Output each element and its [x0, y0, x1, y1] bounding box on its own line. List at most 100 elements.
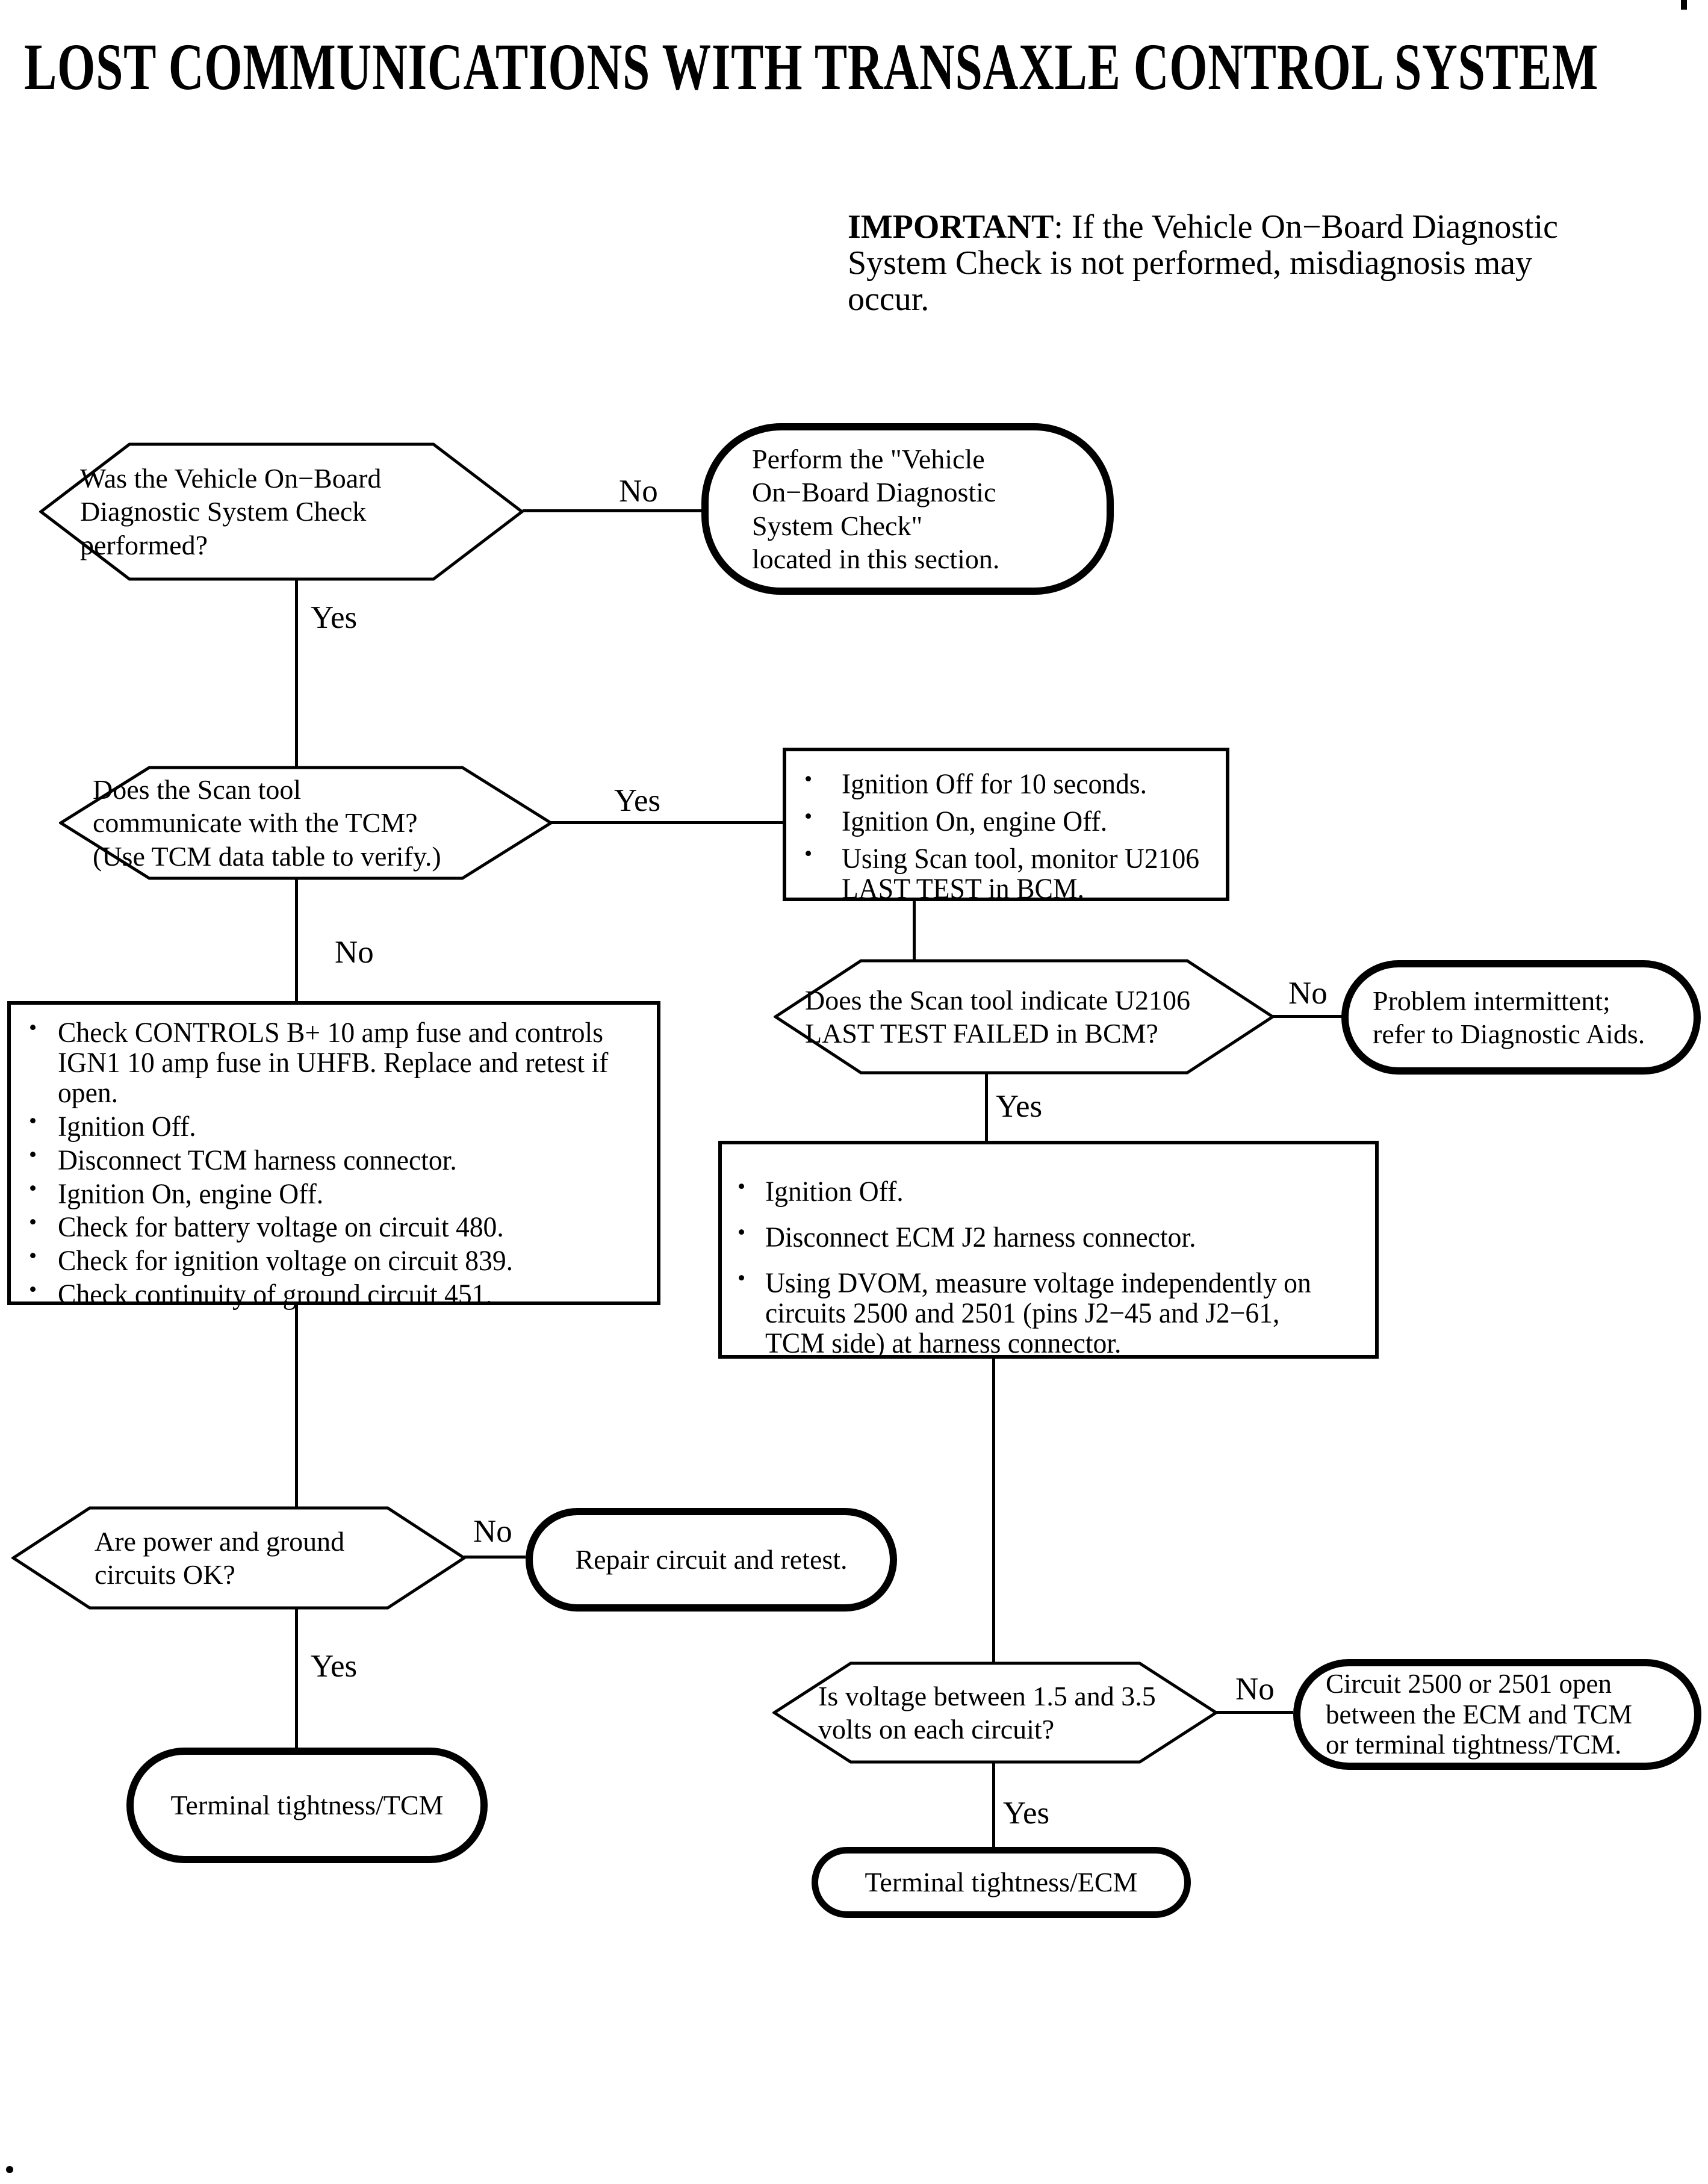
- edge-line-to-power-ground: [295, 1305, 298, 1507]
- bullet-item: • Check for ignition voltage on circuit 8…: [11, 1244, 657, 1277]
- bullet-text: Disconnect TCM harness connector.: [58, 1144, 457, 1176]
- edge-label-no-3: No: [1288, 976, 1328, 1011]
- edge-line-no-1: [523, 509, 703, 512]
- important-line-3: occur.: [848, 280, 930, 318]
- bullet-text: Ignition Off.: [765, 1176, 904, 1208]
- hexagon-outline: [59, 766, 553, 880]
- terminator-problem-intermittent-text: Problem intermittent;refer to Diagnostic…: [1373, 985, 1645, 1049]
- bullet-icon: •: [738, 1220, 746, 1245]
- process-measure-voltage-list: • Ignition Off. • Disconnect ECM J2 harness…: [722, 1174, 1375, 1359]
- bullet-text: Check for battery voltage on circuit 480…: [58, 1211, 504, 1244]
- bullet-text: Ignition On, engine Off.: [842, 805, 1108, 837]
- important-line-2: System Check is not performed, misdiagno…: [848, 244, 1532, 282]
- bullet-icon: •: [29, 1109, 37, 1134]
- edge-line-no-2: [295, 879, 298, 1002]
- edge-label-yes-4: Yes: [311, 1649, 358, 1684]
- bullet-icon: •: [29, 1277, 37, 1303]
- bullet-text: Ignition Off.: [58, 1110, 196, 1143]
- edge-label-yes-1: Yes: [311, 600, 358, 635]
- bullet-item: • Using DVOM, measure voltage independent…: [722, 1265, 1375, 1359]
- bullet-item: • Ignition Off.: [11, 1109, 657, 1143]
- edge-label-no-4: No: [473, 1514, 512, 1549]
- edge-label-yes-2: Yes: [614, 783, 661, 818]
- edge-label-no-1: No: [619, 474, 658, 509]
- bullet-item: • Ignition On, engine Off.: [786, 804, 1226, 837]
- edge-label-no-2: No: [335, 935, 374, 970]
- edge-line-yes-3: [985, 1073, 988, 1142]
- process-check-power-list: • Check CONTROLS B+ 10 amp fuse and contr…: [11, 1015, 657, 1311]
- edge-line-to-u2106-decision: [913, 900, 916, 960]
- bullet-icon: •: [29, 1015, 37, 1040]
- bullet-icon: •: [804, 804, 813, 829]
- bullet-item: • Check continuity of ground circuit 451.: [11, 1277, 657, 1311]
- bullet-item: • Disconnect TCM harness connector.: [11, 1143, 657, 1176]
- bullet-icon: •: [29, 1176, 37, 1202]
- terminator-terminal-tightness-ecm-text: Terminal tightness/ECM: [865, 1867, 1138, 1898]
- bullet-icon: •: [29, 1143, 37, 1168]
- bullet-icon: •: [29, 1244, 37, 1269]
- important-line-1-text: : If the Vehicle On−Board Diagnostic: [1054, 208, 1559, 246]
- bullet-icon: •: [738, 1174, 746, 1199]
- process-check-power: • Check CONTROLS B+ 10 amp fuse and contr…: [7, 1001, 660, 1310]
- hexagon-outline: [772, 1661, 1218, 1764]
- edge-line-yes-5: [992, 1763, 995, 1847]
- edge-label-no-5: No: [1235, 1672, 1275, 1707]
- edge-line-no-3: [1273, 1015, 1344, 1018]
- scan-artifact-bottom-left: [6, 2166, 13, 2173]
- bullet-icon: •: [738, 1265, 746, 1291]
- edge-line-no-5: [1216, 1711, 1293, 1714]
- scan-artifact-top-right: [1681, 0, 1687, 10]
- bullet-icon: •: [804, 766, 813, 792]
- terminator-terminal-tightness-tcm: Terminal tightness/TCM: [126, 1748, 488, 1863]
- bullet-item: • Check CONTROLS B+ 10 amp fuse and contr…: [11, 1015, 657, 1109]
- terminator-terminal-tightness-ecm: Terminal tightness/ECM: [812, 1847, 1191, 1918]
- terminator-terminal-tightness-tcm-text: Terminal tightness/TCM: [170, 1790, 444, 1821]
- bullet-text: Check CONTROLS B+ 10 amp fuse and contro…: [58, 1017, 609, 1109]
- terminator-repair-circuit-text: Repair circuit and retest.: [575, 1544, 848, 1575]
- bullet-item: • Ignition On, engine Off.: [11, 1176, 657, 1210]
- edge-line-yes-2: [551, 821, 784, 824]
- terminator-problem-intermittent: Problem intermittent;refer to Diagnostic…: [1341, 960, 1701, 1075]
- bullet-text: Check for ignition voltage on circuit 83…: [58, 1245, 514, 1277]
- page-title: LOST COMMUNICATIONS WITH TRANSAXLE CONTR…: [24, 30, 1599, 104]
- edge-line-yes-1: [295, 580, 298, 767]
- edge-line-no-4: [464, 1556, 526, 1559]
- bullet-item: • Ignition Off.: [722, 1174, 1375, 1208]
- edge-label-yes-3: Yes: [996, 1089, 1043, 1124]
- terminator-repair-circuit: Repair circuit and retest.: [526, 1508, 897, 1612]
- bullet-text: Using DVOM, measure voltage independentl…: [765, 1267, 1311, 1359]
- process-measure-voltage: • Ignition Off. • Disconnect ECM J2 harness…: [718, 1141, 1379, 1359]
- bullet-item: • Disconnect ECM J2 harness connector.: [722, 1220, 1375, 1253]
- hexagon-outline: [774, 959, 1275, 1075]
- bullet-item: • Check for battery voltage on circuit 48…: [11, 1210, 657, 1244]
- important-line-1: IMPORTANT: If the Vehicle On−Board Diagn…: [848, 209, 1558, 246]
- bullet-icon: •: [29, 1210, 37, 1235]
- edge-line-to-voltage-decision: [992, 1357, 995, 1663]
- bullet-item: •Ignition Off for 10 seconds.: [786, 766, 1226, 799]
- process-monitor-u2106: •Ignition Off for 10 seconds.•Ignition O…: [783, 748, 1229, 905]
- bullet-text: Disconnect ECM J2 harness connector.: [765, 1221, 1196, 1253]
- bullet-text: Check continuity of ground circuit 451.: [58, 1279, 492, 1311]
- bullet-text: Ignition On, engine Off.: [58, 1177, 324, 1210]
- important-note: IMPORTANT: If the Vehicle On−Board Diagn…: [848, 209, 1558, 318]
- bullet-icon: •: [804, 841, 813, 866]
- process-monitor-u2106-list: •Ignition Off for 10 seconds.•Ignition O…: [786, 766, 1226, 905]
- edge-label-yes-5: Yes: [1003, 1796, 1050, 1831]
- hexagon-outline: [11, 1506, 466, 1610]
- edge-line-yes-4: [295, 1609, 298, 1748]
